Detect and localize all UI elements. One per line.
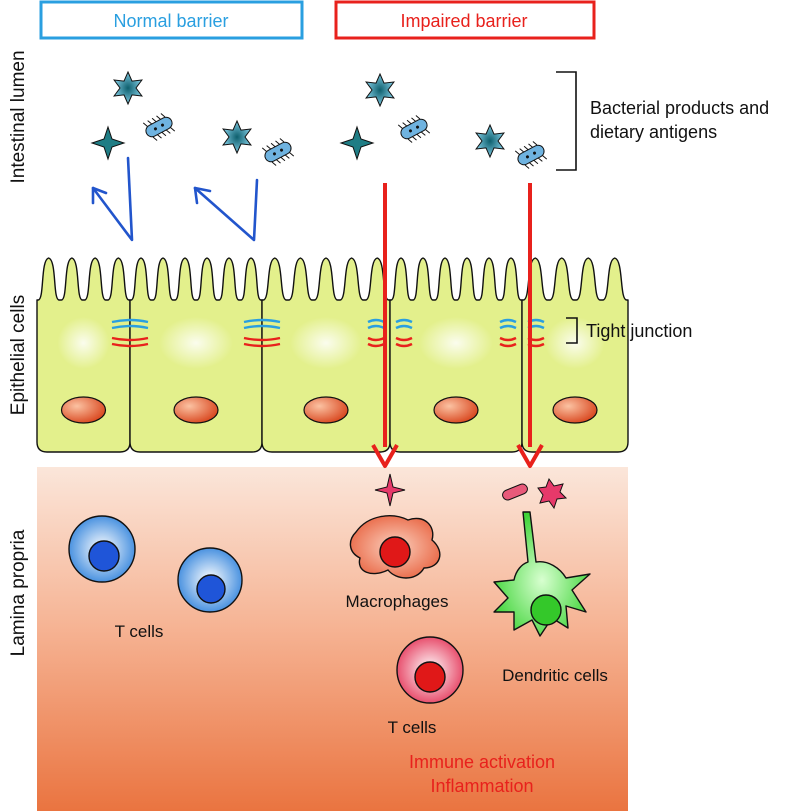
red-arrow-right-head	[516, 444, 544, 468]
impaired-barrier-box	[334, 0, 596, 40]
epithelial-cell	[389, 257, 523, 453]
epithelial-nucleus	[433, 396, 479, 424]
normal-barrier-label: Normal barrier	[113, 11, 228, 31]
t-cell-pink	[396, 636, 464, 704]
bacterial-label-line2: dietary antigens	[590, 122, 717, 142]
tight-junction-label: Tight junction	[586, 321, 692, 341]
antigen-spark	[339, 125, 375, 161]
epithelial-layer	[36, 257, 629, 453]
dendritic-cell	[493, 511, 591, 637]
epithelial-cell	[521, 257, 629, 453]
translocated-star	[537, 477, 568, 510]
t-cells-right-label: T cells	[388, 718, 437, 737]
epithelial-nucleus	[303, 396, 349, 424]
antigen-bacterium	[397, 115, 431, 143]
luminal-antigens	[90, 70, 548, 169]
red-arrow-left-head	[371, 444, 399, 468]
lumen-label: Intestinal lumen	[8, 50, 29, 183]
antigen-spark	[90, 125, 126, 161]
bacterial-label-line1: Bacterial products and	[590, 98, 769, 118]
normal-barrier-box	[39, 0, 304, 40]
tight-junction	[111, 318, 149, 348]
antigen-star	[365, 72, 395, 108]
blue-deflect-arrow-1	[91, 156, 134, 242]
antigen-star	[222, 119, 252, 155]
antigen-bacterium	[142, 113, 176, 141]
epithelial-cell	[36, 257, 131, 453]
bacterial-bracket	[556, 71, 577, 171]
epithelial-cell	[261, 257, 391, 453]
t-cell-blue-2	[177, 547, 243, 613]
antigen-star	[113, 70, 143, 106]
normal-barrier-arrows	[91, 156, 259, 242]
tight-junction-bracket	[566, 317, 578, 344]
epithelial-nucleus	[60, 396, 107, 424]
antigen-star	[475, 123, 505, 159]
outcome-line2: Inflammation	[430, 776, 533, 796]
t-cell-blue-1	[68, 515, 136, 583]
translocated-antigens	[374, 473, 568, 510]
macrophage-cell	[349, 515, 441, 579]
epithelial-cell	[129, 257, 263, 453]
epithelial-nucleus	[552, 396, 598, 424]
impaired-barrier-arrows	[371, 183, 544, 468]
macrophages-label: Macrophages	[345, 592, 448, 611]
antigen-bacterium	[261, 138, 295, 166]
epithelium-label: Epithelial cells	[8, 295, 29, 415]
antigen-bacterium	[514, 141, 548, 169]
blue-deflect-arrow-2	[193, 178, 259, 242]
lamina-label: Lamina propria	[8, 529, 29, 656]
translocated-spark	[374, 473, 406, 507]
tight-junction	[367, 318, 413, 348]
outcome-line1: Immune activation	[409, 752, 555, 772]
epithelial-nucleus	[173, 396, 219, 424]
impaired-barrier-label: Impaired barrier	[400, 11, 527, 31]
blue-deflect-arrow-2-head	[193, 186, 212, 205]
t-cells-left-label: T cells	[115, 622, 164, 641]
blue-deflect-arrow-1-head	[91, 186, 108, 205]
tight-junction	[243, 318, 281, 348]
translocated-bacterium	[502, 483, 528, 501]
dendritic-label: Dendritic cells	[502, 666, 608, 685]
